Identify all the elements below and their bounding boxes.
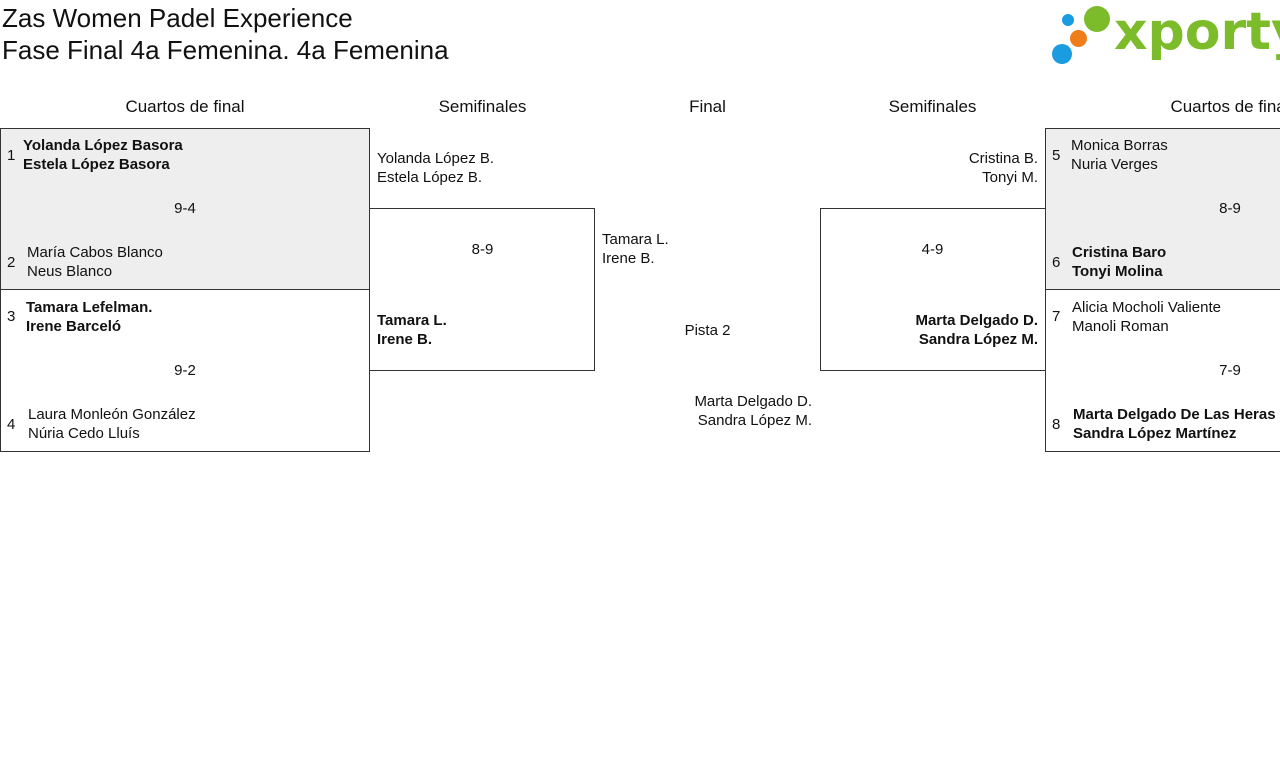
seed-number: 6 [1052, 254, 1061, 271]
player-name: Marta Delgado De Las Heras [1073, 406, 1276, 423]
round-heading-sf-left: Semifinales [438, 97, 527, 116]
player-name: Sandra López Martínez [1073, 425, 1237, 442]
seed-number: 2 [7, 254, 16, 271]
player-name: Irene Barceló [26, 318, 122, 335]
match-score: 8-9 [1219, 200, 1241, 217]
match-score: 9-2 [174, 362, 196, 379]
player-name: Laura Monleón González [28, 406, 196, 423]
player-name: Tamara Lefelman. [26, 299, 153, 316]
xporty-logo: xporty [1050, 2, 1280, 68]
player-name: Sandra López M. [918, 331, 1038, 348]
match-score: 9-4 [174, 200, 196, 217]
seed-number: 7 [1052, 308, 1061, 325]
court-label: Pista 2 [684, 322, 731, 339]
player-name: Alicia Mocholi Valiente [1072, 299, 1221, 316]
tournament-title: Zas Women Padel Experience [2, 3, 353, 33]
player-name: María Cabos Blanco [27, 244, 163, 261]
seed-number: 1 [7, 147, 16, 164]
player-name: Marta Delgado D. [915, 312, 1038, 329]
match-score: 4-9 [921, 241, 944, 258]
player-name: Marta Delgado D. [694, 393, 812, 410]
player-name: Tamara L. [602, 231, 669, 248]
player-name: Estela López Basora [23, 156, 170, 173]
match-score: 7-9 [1219, 362, 1241, 379]
player-name: Yolanda López B. [377, 150, 495, 167]
qf-match-1[interactable] [0, 128, 370, 290]
match-score: 8-9 [471, 241, 494, 258]
player-name: Nuria Verges [1071, 156, 1158, 173]
player-name: Neus Blanco [27, 263, 113, 280]
logo-dot-blue-large [1052, 44, 1072, 64]
qf-match-4[interactable] [1045, 289, 1280, 452]
player-name: Tamara L. [377, 312, 447, 329]
seed-number: 4 [7, 416, 16, 433]
logo-dot-orange [1070, 30, 1087, 47]
round-heading-qf-left: Cuartos de final [125, 97, 245, 116]
tournament-subtitle: Fase Final 4a Femenina. 4a Femenina [2, 35, 449, 65]
player-name: Cristina Baro [1072, 244, 1167, 261]
round-heading-qf-right: Cuartos de final [1170, 97, 1280, 116]
qf-match-3[interactable] [1045, 128, 1280, 290]
player-name: Manoli Roman [1072, 318, 1169, 335]
player-name: Cristina B. [968, 150, 1038, 167]
seed-number: 3 [7, 308, 16, 325]
player-name: Monica Borras [1071, 137, 1168, 154]
player-name: Tonyi M. [982, 169, 1038, 186]
player-name: Yolanda López Basora [23, 137, 183, 154]
player-name: Irene B. [377, 331, 433, 348]
player-name: Irene B. [602, 250, 655, 267]
logo-dot-green [1084, 6, 1110, 32]
logo-wordmark: xporty [1114, 2, 1280, 62]
player-name: Estela López B. [377, 169, 483, 186]
player-name: Tonyi Molina [1072, 263, 1163, 280]
sf-match-left[interactable] [369, 208, 595, 371]
logo-dot-blue-small [1062, 14, 1074, 26]
round-heading-sf-right: Semifinales [888, 97, 977, 116]
player-name: Sandra López M. [697, 412, 812, 429]
player-name: Núria Cedo Lluís [28, 425, 140, 442]
seed-number: 5 [1052, 147, 1061, 164]
seed-number: 8 [1052, 416, 1061, 433]
round-heading-final: Final [689, 97, 726, 116]
